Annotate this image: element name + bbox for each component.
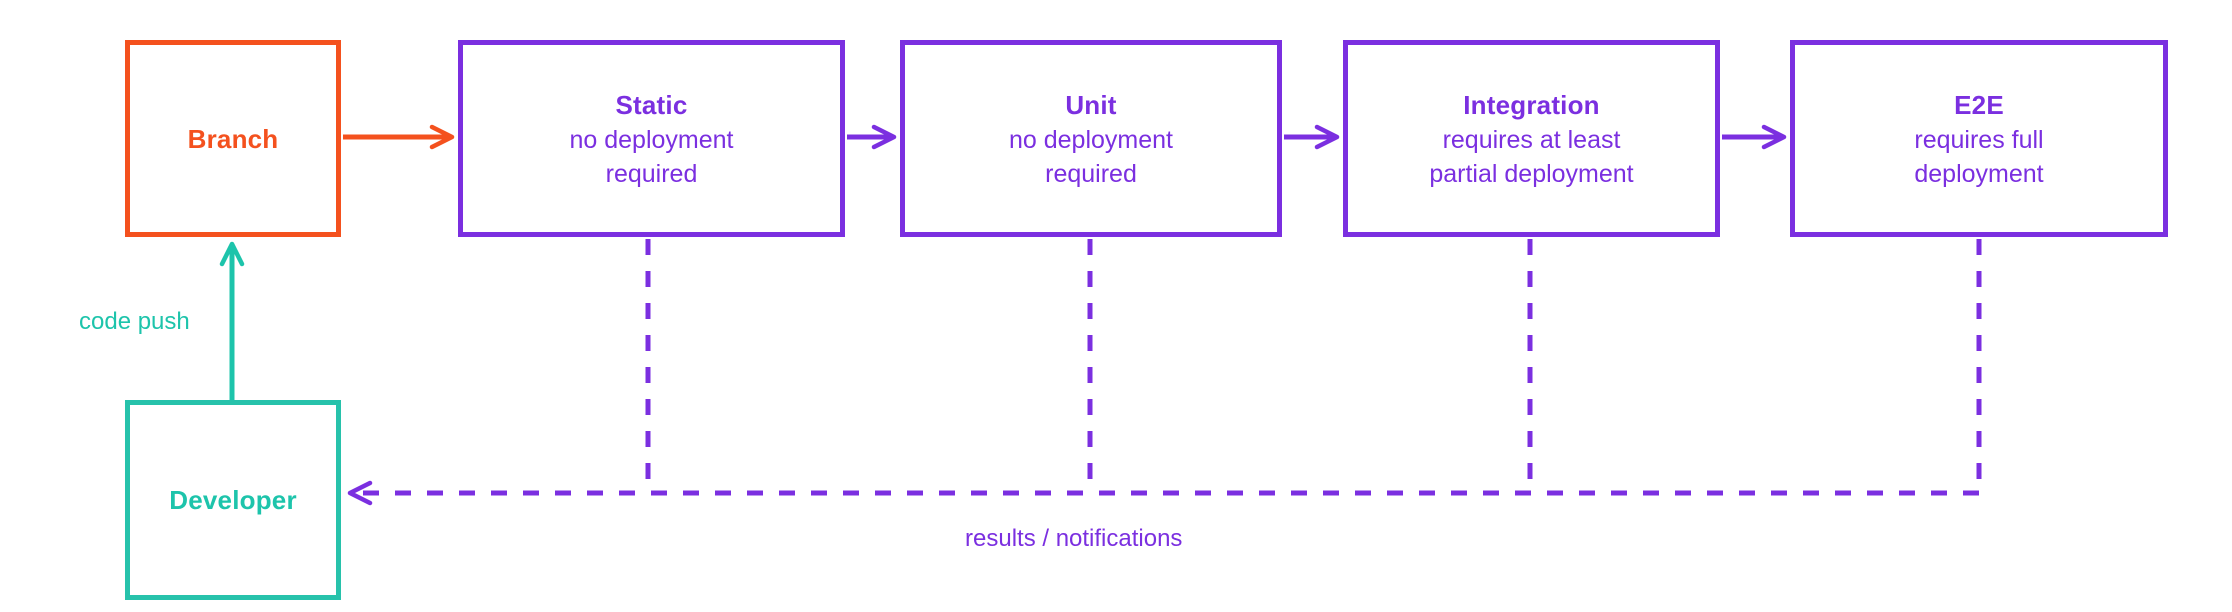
node-unit[interactable]: Unit no deployment required: [900, 40, 1282, 237]
node-branch-title: Branch: [187, 123, 279, 154]
node-integration-sub-line2: partial deployment: [1429, 159, 1634, 188]
node-static[interactable]: Static no deployment required: [458, 40, 845, 237]
node-branch[interactable]: Branch: [125, 40, 341, 237]
node-e2e-sub-line1: requires full: [1914, 125, 2044, 154]
node-e2e-title: E2E: [1954, 89, 2004, 120]
node-unit-title: Unit: [1065, 89, 1117, 120]
node-unit-sub-line1: no deployment: [1008, 125, 1173, 154]
node-integration-title: Integration: [1463, 89, 1600, 120]
node-developer[interactable]: Developer: [125, 400, 341, 600]
node-e2e[interactable]: E2E requires full deployment: [1790, 40, 2168, 237]
node-static-sub-line2: required: [605, 159, 698, 188]
node-integration[interactable]: Integration requires at least partial de…: [1343, 40, 1720, 237]
node-unit-sub-line2: required: [1045, 159, 1137, 188]
edge-label-code-push: code push: [79, 308, 190, 335]
node-static-title: Static: [615, 89, 688, 120]
node-static-sub-line1: no deployment: [569, 125, 734, 154]
node-e2e-sub-line2: deployment: [1914, 159, 2044, 188]
node-integration-sub-line1: requires at least: [1442, 125, 1621, 154]
edge-label-results-notifications: results / notifications: [965, 525, 1183, 552]
node-developer-title: Developer: [169, 485, 297, 515]
